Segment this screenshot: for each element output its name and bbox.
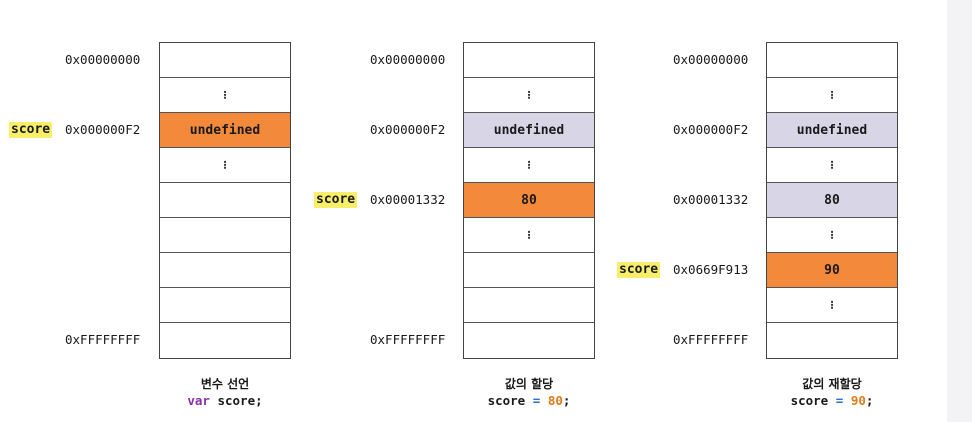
ellipsis-cell: ⁝ xyxy=(160,148,290,183)
code-line: score = 80; xyxy=(429,393,629,408)
memory-cell xyxy=(464,288,594,323)
memory-cell xyxy=(464,43,594,78)
memory-column: ⁝ undefined ⁝ 80 ⁝ 90 ⁝ xyxy=(766,42,898,359)
code-value: 80 xyxy=(547,393,563,408)
code-lhs: score xyxy=(487,393,526,408)
ellipsis-cell: ⁝ xyxy=(464,148,594,183)
memory-cell xyxy=(160,323,290,358)
right-edge-strip xyxy=(947,0,972,422)
code-operator: = xyxy=(532,393,541,408)
memory-cell-stale: 80 xyxy=(767,183,897,218)
address-top: 0x00000000 xyxy=(370,52,446,67)
code-value: 90 xyxy=(850,393,866,408)
panel-caption: 값의 재할당 xyxy=(802,377,862,391)
memory-cell xyxy=(160,43,290,78)
code-line: var score; xyxy=(125,393,325,408)
panel-caption: 값의 할당 xyxy=(504,377,554,391)
address-mid3: 0x0669F913 xyxy=(673,262,749,277)
memory-cell xyxy=(464,323,594,358)
variable-label: score xyxy=(617,262,661,278)
code-keyword: var xyxy=(187,393,210,408)
ellipsis-cell: ⁝ xyxy=(767,148,897,183)
ellipsis-cell: ⁝ xyxy=(464,78,594,113)
address-mid2: 0x00001332 xyxy=(370,192,446,207)
address-mid2: 0x00001332 xyxy=(673,192,749,207)
memory-cell xyxy=(160,288,290,323)
code-rest: score; xyxy=(209,393,263,408)
address-bottom: 0xFFFFFFFF xyxy=(370,332,446,347)
memory-cell-active: 80 xyxy=(464,183,594,218)
ellipsis-cell: ⁝ xyxy=(767,218,897,253)
code-end: ; xyxy=(562,393,571,408)
code-end: ; xyxy=(865,393,874,408)
code-line: score = 90; xyxy=(732,393,932,408)
variable-label: score xyxy=(314,192,358,208)
code-lhs: score xyxy=(790,393,829,408)
address-top: 0x00000000 xyxy=(673,52,749,67)
memory-column: ⁝ undefined ⁝ 80 ⁝ xyxy=(463,42,595,359)
memory-cell-active: 90 xyxy=(767,253,897,288)
address-bottom: 0xFFFFFFFF xyxy=(65,332,141,347)
address-bottom: 0xFFFFFFFF xyxy=(673,332,749,347)
ellipsis-cell: ⁝ xyxy=(160,78,290,113)
variable-label: score xyxy=(9,122,53,138)
memory-cell xyxy=(160,218,290,253)
address-mid: 0x000000F2 xyxy=(65,122,141,137)
memory-cell-stale: undefined xyxy=(767,113,897,148)
memory-cell xyxy=(767,323,897,358)
memory-cell-stale: undefined xyxy=(464,113,594,148)
memory-cell xyxy=(767,43,897,78)
memory-cell xyxy=(160,183,290,218)
ellipsis-cell: ⁝ xyxy=(767,288,897,323)
memory-column: ⁝ undefined ⁝ xyxy=(159,42,291,359)
memory-cell xyxy=(160,253,290,288)
ellipsis-cell: ⁝ xyxy=(767,78,897,113)
code-operator: = xyxy=(835,393,844,408)
address-top: 0x00000000 xyxy=(65,52,141,67)
ellipsis-cell: ⁝ xyxy=(464,218,594,253)
address-mid: 0x000000F2 xyxy=(370,122,446,137)
address-mid: 0x000000F2 xyxy=(673,122,749,137)
panel-caption: 변수 선언 xyxy=(200,377,250,391)
memory-cell-active: undefined xyxy=(160,113,290,148)
memory-cell xyxy=(464,253,594,288)
